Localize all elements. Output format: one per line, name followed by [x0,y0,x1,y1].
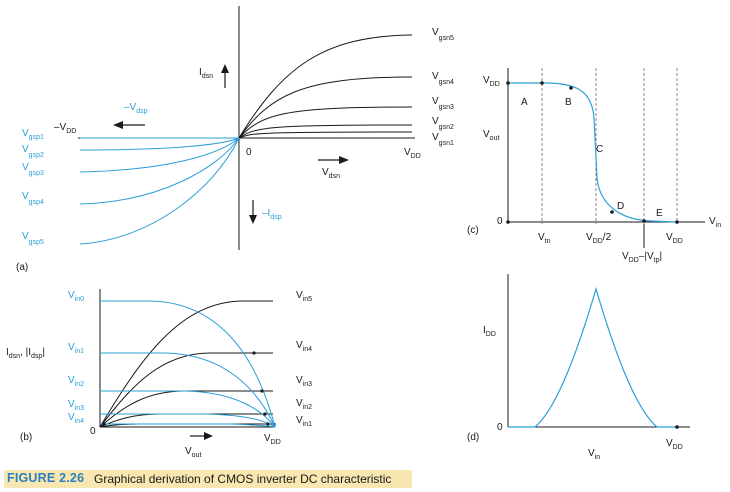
vdd-half-label: VDD/2 [586,232,612,245]
vin4-right-label: Vin4 [296,340,312,353]
vgsn4-label: Vgsn4 [432,71,454,86]
curve-vgsp3 [79,137,240,173]
nmos-curves [238,34,413,139]
curve-vin0 [100,300,276,428]
point-d [610,210,614,214]
curve-vin2-p [100,390,276,428]
vdd-x-label: VDD [666,232,683,245]
curve-vin3-p [100,413,276,428]
point-e [642,219,646,223]
idsn-label: Idsn [199,67,213,80]
figure-number: FIGURE 2.26 [7,471,85,485]
vout-arrow-head [204,432,213,440]
vgsp1-label: Vgsp1 [22,128,44,141]
region-c: C [596,144,603,155]
vdsn-label: Vdsn [322,167,340,180]
vgsp4-label: Vgsp4 [22,191,44,206]
panel-b-tag: (b) [20,432,32,443]
idsn-arrow-head [221,64,229,73]
intersection-dot [102,422,106,426]
panel-d-tag: (d) [467,432,479,443]
curve-vgsp2 [79,137,240,151]
curve-vgsn1 [238,131,413,139]
point-b [569,86,573,90]
curve-vin4-p [100,423,276,428]
panel-a-zero: 0 [246,147,252,158]
intersection-dot [260,389,264,393]
intersection-dot [252,351,256,355]
panel-c-vout: Vout [483,129,499,142]
panel-d: IDD 0 VDD Vin (d) [467,274,690,461]
vgsn1-label: Vgsn1 [432,132,454,147]
vin3-right-label: Vin3 [296,375,312,388]
caption-background [4,470,412,488]
vin0-label: Vin0 [68,290,84,303]
curve-vgsn4 [238,76,413,139]
point-zero [506,220,510,224]
idd-curve [508,286,677,428]
neg-vdd-label: –VDD [54,122,76,135]
neg-idsp-arrow-head [249,215,257,224]
curve-vin4 [99,352,273,428]
vin4-left-label: Vin4 [68,412,84,425]
vin3-left-label: Vin3 [68,399,84,412]
intersection-dot [266,422,270,426]
panel-d-vdd: VDD [666,438,683,451]
panel-d-vin: Vin [588,448,600,461]
vtn-label: Vtn [538,232,551,245]
panel-c-vdd-y: VDD [483,75,500,88]
vgsp2-label: Vgsp2 [22,144,44,159]
pmos-curves [79,137,240,245]
panel-b-ylabel: Idsn, |Idsp| [6,347,45,360]
vin-label: Vin [709,216,721,229]
vin1-right-label: Vin1 [296,415,312,428]
panel-c-tag: (c) [467,225,479,236]
vgsp3-label: Vgsp3 [22,162,44,177]
point-vdd-d [675,425,679,429]
figure-caption: Graphical derivation of CMOS inverter DC… [94,472,392,486]
vgsn2-label: Vgsn2 [432,116,454,131]
vin2-left-label: Vin2 [68,375,84,388]
panel-b: Vin0 Vin1 Vin2 Vin3 Vin4 Idsn, |Idsp| Vi… [6,289,312,459]
region-e: E [656,208,663,219]
idd-label: IDD [483,325,496,338]
intersection-dot [263,412,267,416]
curve-vgsp5 [79,137,240,245]
region-a: A [521,97,528,108]
curve-vgsn5 [238,34,413,139]
vdd-minus-vtp-label: VDD–|Vtp| [622,251,662,264]
vout-label: Vout [185,446,201,459]
curve-vgsp4 [79,137,240,205]
point-vdd [506,81,510,85]
vdsn-arrow-head [339,156,349,164]
vin5-right-label: Vin5 [296,290,312,303]
panel-c: VDD Vout 0 A B C D E Vtn VDD/2 VDD Vin V… [467,68,721,264]
panel-a-tag: (a) [16,262,28,273]
vin2-right-label: Vin2 [296,398,312,411]
vgsn3-label: Vgsn3 [432,96,454,111]
panel-c-zero: 0 [497,216,503,227]
point-a [540,81,544,85]
point-vdd-x [675,220,679,224]
panel-a-vdd: VDD [404,147,421,160]
panel-a: Idsn –Vdsp –VDD Vgsp1 Vgsp2 Vgsp3 Vgsp4 … [16,6,454,273]
curve-vgsn3 [238,106,413,139]
vgsn5-label: Vgsn5 [432,27,454,42]
region-d: D [617,201,624,212]
curve-vgsn2 [238,124,413,139]
curve-vin5 [99,300,273,428]
transfer-curve [508,82,678,223]
vgsp5-label: Vgsp5 [22,231,44,246]
neg-idsp-label: –Idsp [262,208,282,221]
vin1-left-label: Vin1 [68,342,84,355]
region-b: B [565,97,572,108]
neg-vdsp-label: –Vdsp [124,102,148,115]
panel-b-vdd: VDD [264,433,281,446]
neg-vdsp-arrow-head [113,121,123,129]
curve-vin1-p [100,352,276,428]
panel-b-zero: 0 [90,426,96,437]
panel-d-zero: 0 [497,422,503,433]
